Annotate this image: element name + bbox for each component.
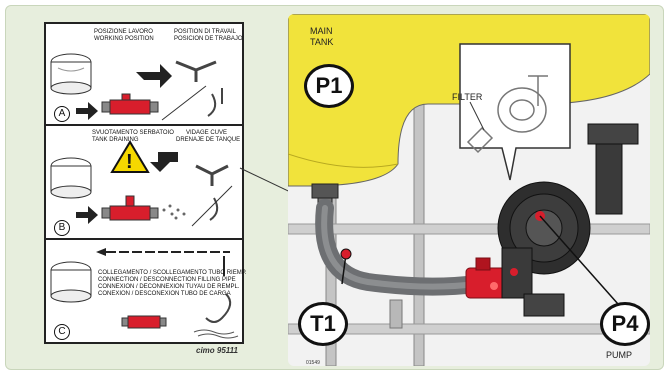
section-a-letter: A	[54, 106, 70, 122]
section-b-drawing: !	[46, 126, 242, 238]
nozzle-icon	[176, 62, 216, 82]
filter-icon	[208, 88, 222, 116]
tank-icon	[51, 54, 91, 94]
section-c-line3: CONNEXION / DECONNEXION TUYAU DE REMPL.	[98, 284, 239, 291]
arrow-right-icon	[76, 102, 98, 120]
valve-icon	[122, 316, 166, 328]
pump-icon	[498, 182, 590, 316]
valve-icon	[102, 94, 158, 114]
section-c-filling-pipe: COLLEGAMENTO / SCOLLEGAMENTO TUBO RIEMP.…	[46, 240, 242, 342]
tank-icon	[51, 158, 91, 198]
filter-label: FILTER	[452, 92, 482, 102]
arrow-right-icon	[136, 64, 172, 88]
spray-icon	[163, 205, 186, 220]
p1-badge: P1	[304, 64, 354, 108]
arrow-down-icon	[150, 152, 178, 172]
section-c-line1: COLLEGAMENTO / SCOLLEGAMENTO TUBO RIEMP.	[98, 270, 247, 277]
svg-text:!: !	[126, 151, 133, 173]
section-b-letter: B	[54, 220, 70, 236]
warning-icon: !	[112, 142, 148, 173]
pump-label: PUMP	[606, 350, 632, 360]
section-c-line4: CONEXION / DESCONEXION TUBO DE CARGA	[98, 291, 231, 298]
arrow-right-icon	[76, 206, 98, 224]
brand-logo: cimo 95111	[196, 346, 238, 355]
instruction-panel: POSIZIONE LAVORO WORKING POSITION POSITI…	[44, 22, 244, 344]
hose-icon	[206, 294, 230, 322]
section-c-letter: C	[54, 324, 70, 340]
section-a-working-position: POSIZIONE LAVORO WORKING POSITION POSITI…	[46, 24, 242, 126]
main-tank-label-2: TANK	[310, 37, 333, 47]
nozzle-icon	[196, 166, 228, 186]
section-b-tank-draining: SVUOTAMENTO SERBATOIO TANK DRAINING VIDA…	[46, 126, 242, 240]
section-c-line2: CONNECTION / DESCONNECTION FILLING PIPE	[98, 277, 236, 284]
tank-icon	[51, 262, 91, 302]
main-tank-label-1: MAIN	[310, 26, 333, 36]
section-a-drawing	[46, 24, 242, 124]
arrow-left-icon	[96, 248, 106, 256]
red-valve-icon	[466, 258, 506, 298]
p4-badge: P4	[600, 302, 650, 346]
t1-badge: T1	[298, 302, 348, 346]
filter-callout	[460, 44, 570, 180]
valve-icon	[102, 196, 158, 220]
figure-ref: 01549	[306, 360, 320, 366]
